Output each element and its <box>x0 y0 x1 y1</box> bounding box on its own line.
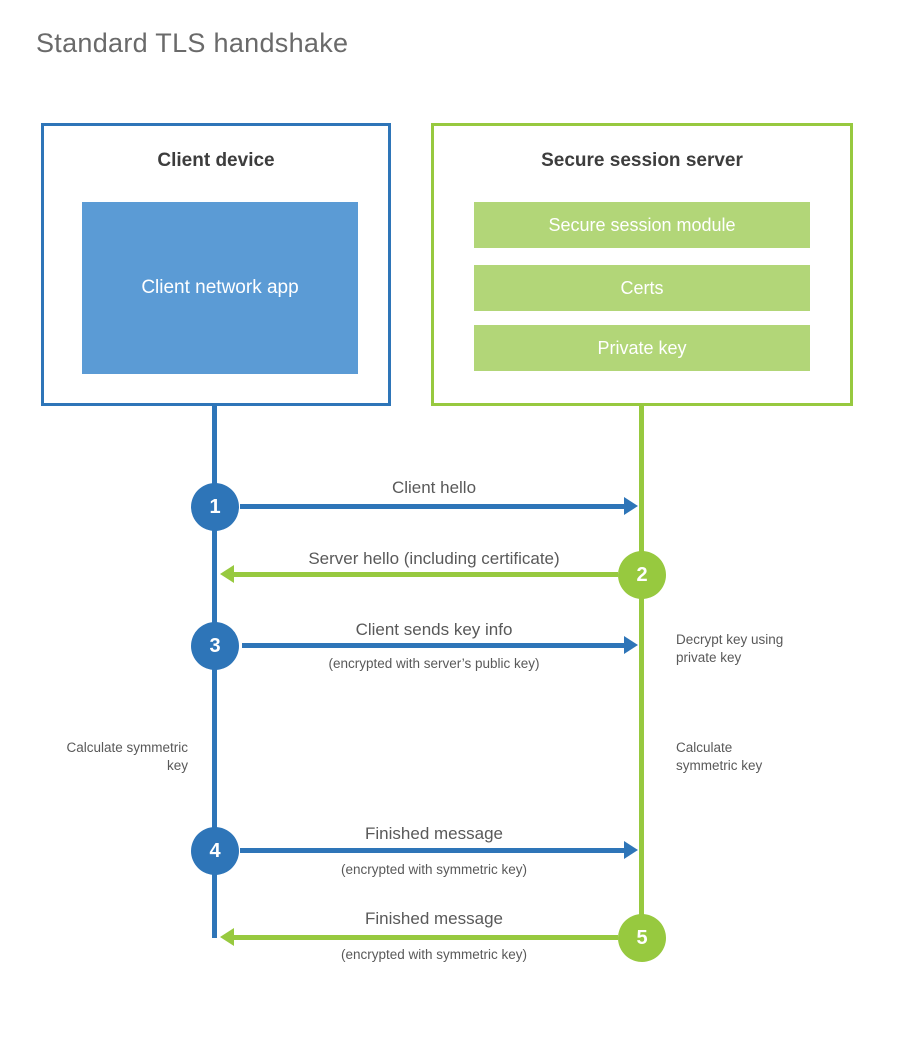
client-device-title: Client device <box>157 150 275 171</box>
step-circle-5: 5 <box>618 914 666 962</box>
step-circle-4: 4 <box>191 827 239 875</box>
note-calculate-symmetric-key-client: Calculate symmetric key <box>66 740 188 774</box>
note-calculate-symmetric-key-server: Calculate symmetric key <box>676 740 763 774</box>
arrow-finished-server <box>220 928 618 946</box>
label-client-key-info: Client sends key info <box>355 620 513 639</box>
label-finished-client: Finished message <box>365 824 503 843</box>
client-network-app-box: Client network app <box>82 202 358 374</box>
client-network-app-label: Client network app <box>141 276 299 298</box>
sublabel-client-key-info: (encrypted with server’s public key) <box>328 656 540 671</box>
arrow-client-key-info <box>242 636 638 654</box>
server-module-certs: Certs <box>474 265 810 311</box>
step-circle-2: 2 <box>618 551 666 599</box>
secure-session-server-box: Secure session server Secure session mod… <box>431 123 853 406</box>
client-device-box: Client device Client network app <box>41 123 391 406</box>
page-title: Standard TLS handshake <box>36 28 349 58</box>
label-client-hello: Client hello <box>391 478 477 497</box>
sublabel-finished-server: (encrypted with symmetric key) <box>340 947 528 962</box>
arrow-client-hello <box>240 497 638 515</box>
note-decrypt-key: Decrypt key using private key <box>676 632 784 666</box>
step-circle-3: 3 <box>191 622 239 670</box>
label-finished-server: Finished message <box>365 909 503 928</box>
sublabel-finished-client: (encrypted with symmetric key) <box>340 862 528 877</box>
server-lifeline <box>639 406 644 940</box>
server-module-private-key: Private key <box>474 325 810 371</box>
arrow-server-hello <box>220 565 618 583</box>
step-circle-1: 1 <box>191 483 239 531</box>
server-module-secure-session: Secure session module <box>474 202 810 248</box>
client-lifeline <box>212 406 217 938</box>
label-server-hello: Server hello (including certificate) <box>308 549 560 568</box>
arrow-finished-client <box>240 841 638 859</box>
secure-session-server-title: Secure session server <box>541 150 743 171</box>
